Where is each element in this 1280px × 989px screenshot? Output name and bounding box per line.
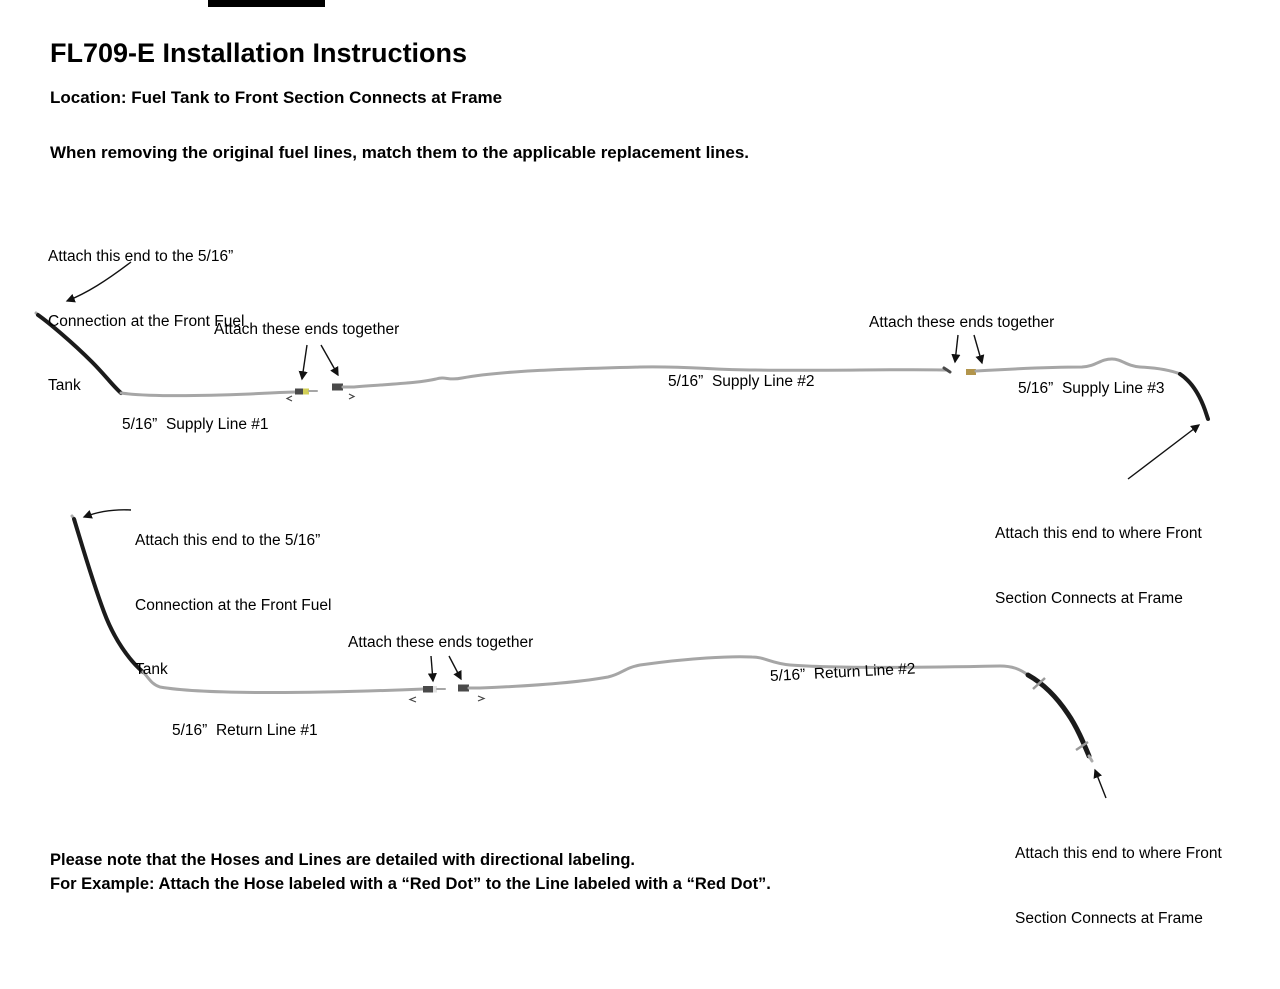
- supply-join-1-fitting: [295, 388, 303, 395]
- return-frame-hose: [1025, 672, 1092, 759]
- annotation-return-frame-attach: Attach this end to where Front Section C…: [1015, 800, 1222, 972]
- annotation-line: Attach this end to the 5/16”: [135, 532, 321, 549]
- supply-line-assembly: [34, 311, 1210, 421]
- supply-line-3-tube: [974, 357, 1182, 376]
- annotation-line: Tank: [48, 377, 81, 394]
- supply-join-1-color-band: [303, 388, 309, 395]
- footer-note-2: For Example: Attach the Hose labeled wit…: [50, 875, 771, 893]
- direction-chevron-icon: [477, 695, 486, 702]
- annotation-arrows: [65, 261, 1201, 799]
- supply-tank-hose: [36, 313, 123, 395]
- annotation-supply-join-1: Attach these ends together: [214, 321, 400, 338]
- annotation-supply-frame-attach: Attach this end to where Front Section C…: [995, 480, 1202, 652]
- label-supply-line-3: 5/16” Supply Line #3: [1018, 380, 1165, 397]
- return-line-assembly: [70, 514, 1094, 763]
- label-supply-line-1: 5/16” Supply Line #1: [122, 416, 269, 433]
- annotation-line: Attach this end to where Front: [995, 525, 1202, 542]
- annotation-line: Section Connects at Frame: [995, 589, 1183, 607]
- return-join-color-band: [433, 686, 437, 693]
- direction-chevron-icon: [348, 393, 356, 400]
- arrow-supply-frame-attach: [1127, 424, 1201, 480]
- footer-note-1: Please note that the Hoses and Lines are…: [50, 851, 635, 869]
- return-join-nut: [458, 684, 469, 692]
- redacted-logo: [208, 0, 325, 7]
- label-return-line-1: 5/16” Return Line #1: [172, 722, 318, 739]
- return-frame-hose-tip: [1087, 754, 1094, 763]
- location-subtitle: Location: Fuel Tank to Front Section Con…: [50, 88, 503, 107]
- return-join-fitting: [423, 686, 433, 693]
- return-tank-hose: [72, 517, 145, 674]
- arrow-return-join-left: [427, 655, 437, 683]
- arrow-return-tank-attach: [82, 509, 132, 519]
- supply-join-1-nut: [332, 383, 343, 391]
- annotation-line: Connection at the Front Fuel: [135, 596, 332, 614]
- annotation-line: Attach this end to where Front: [1015, 845, 1222, 862]
- annotation-line: Attach this end to the 5/16”: [48, 248, 234, 265]
- arrow-supply-tank-attach: [65, 261, 132, 303]
- arrow-supply-join-2-right: [973, 334, 985, 365]
- arrow-return-frame-attach: [1093, 768, 1107, 799]
- supply-line-2-end-fitting: [942, 366, 952, 374]
- supply-line-1-tube: [119, 390, 298, 398]
- intro-instruction: When removing the original fuel lines, m…: [50, 143, 750, 162]
- annotation-line: Section Connects at Frame: [1015, 909, 1203, 927]
- arrow-supply-join-2-left: [951, 334, 961, 364]
- arrow-supply-join-1-right: [320, 344, 339, 377]
- hose-clamp: [1075, 740, 1089, 752]
- annotation-line: Tank: [135, 661, 168, 678]
- annotation-line: Connection at the Front Fuel: [48, 312, 245, 330]
- return-line-2-tube: [467, 655, 1030, 690]
- page-title: FL709-E Installation Instructions: [50, 38, 468, 68]
- return-line-1-tube: [141, 670, 426, 695]
- annotation-return-join: Attach these ends together: [348, 634, 534, 651]
- supply-join-2-brass-fitting: [966, 369, 976, 375]
- arrow-return-join-right: [448, 655, 462, 681]
- direction-chevron-icon: [408, 696, 417, 703]
- label-supply-line-2: 5/16” Supply Line #2: [668, 373, 815, 390]
- supply-frame-hose: [1178, 372, 1210, 421]
- annotation-supply-tank-attach: Attach this end to the 5/16” Connection …: [48, 203, 244, 440]
- annotation-return-tank-attach: Attach this end to the 5/16” Connection …: [135, 487, 331, 724]
- direction-chevron-icon: [285, 395, 293, 402]
- supply-line-2-tube: [341, 365, 949, 389]
- arrow-supply-join-1-left: [298, 344, 308, 381]
- hose-clamp: [1032, 677, 1046, 690]
- annotation-supply-join-2: Attach these ends together: [869, 314, 1055, 331]
